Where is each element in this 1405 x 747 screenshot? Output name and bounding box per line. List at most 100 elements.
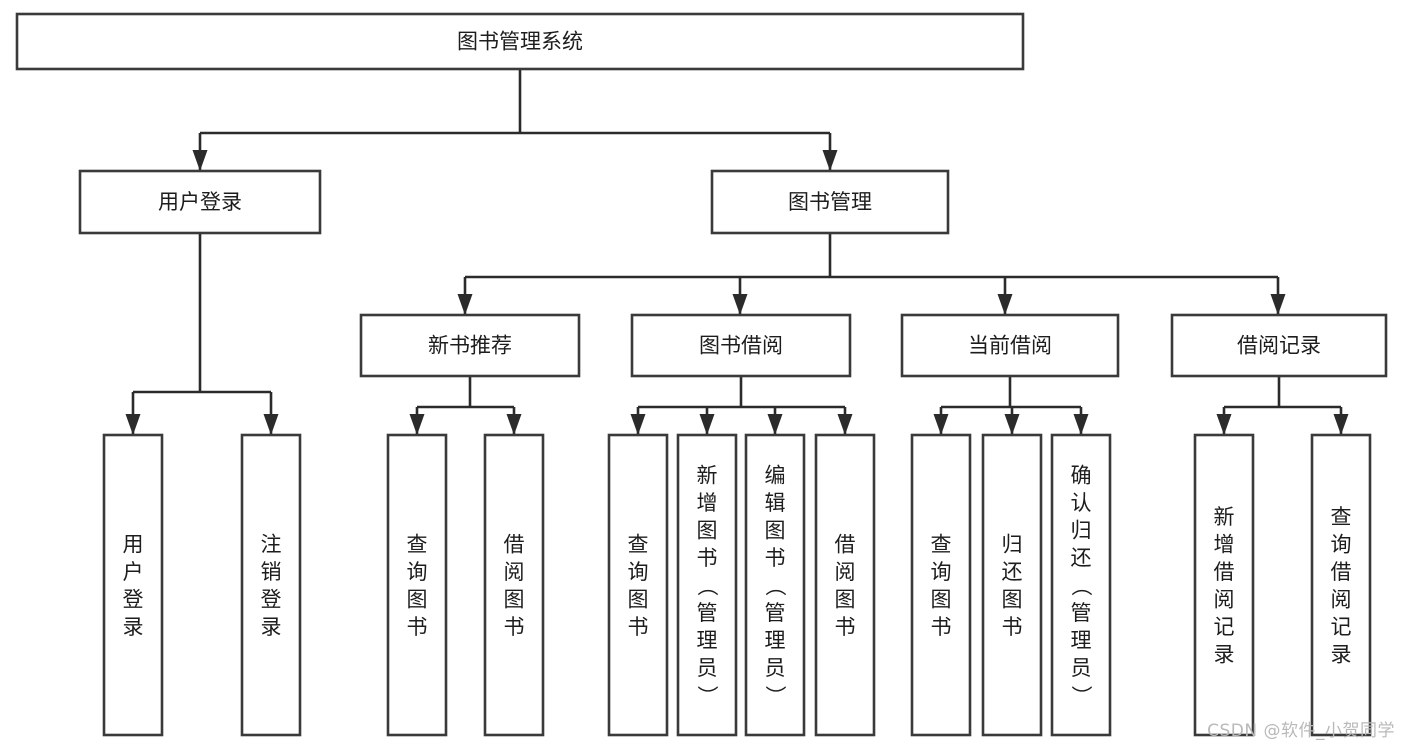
node-box[interactable] — [676, 433, 738, 737]
node-label-char: 管 — [765, 601, 786, 625]
node-label-char: （ — [763, 575, 787, 596]
node-label-char: ） — [1069, 685, 1093, 706]
node-level1-1[interactable]: 图书管理 — [710, 169, 950, 235]
node-label-char: 员 — [697, 656, 718, 680]
node-box[interactable] — [102, 433, 164, 737]
group-3-arrow-2 — [1073, 414, 1089, 435]
node-level2-3[interactable]: 借阅记录 — [1170, 313, 1388, 378]
node-label-char: 阅 — [1331, 587, 1352, 611]
root-to-level1-arrow-1 — [822, 150, 838, 171]
node-label-char: 查 — [407, 532, 428, 556]
node-label-char: 增 — [697, 491, 718, 515]
group-2-arrow-0 — [630, 414, 646, 435]
node-box[interactable] — [240, 433, 302, 737]
node-label-char: 户 — [123, 560, 144, 584]
node-label-char: 图 — [504, 587, 525, 611]
node-box[interactable] — [710, 169, 950, 235]
node-box[interactable] — [630, 313, 852, 378]
node-label-char: 书 — [628, 615, 649, 639]
node-label-char: 认 — [1071, 491, 1092, 515]
node-label-char: 书 — [1002, 615, 1023, 639]
node-label-char: ） — [695, 685, 719, 706]
node-label-char: 增 — [1214, 532, 1235, 556]
node-label-char: 借 — [504, 532, 525, 556]
nodes-layer: 图书管理系统用户登录图书管理新书推荐图书借阅当前借阅借阅记录用户登录注销登录查询… — [15, 12, 1388, 737]
node-box[interactable] — [1050, 433, 1112, 737]
node-box[interactable] — [900, 313, 1120, 378]
node-label: 用户登录 — [158, 190, 242, 214]
node-label-char: 录 — [1214, 642, 1235, 666]
node-label-char: 记 — [1214, 615, 1235, 639]
node-box[interactable] — [1170, 313, 1388, 378]
node-label-char: 图 — [931, 587, 952, 611]
node-label-char: 录 — [123, 615, 144, 639]
node-label-char: 新 — [697, 464, 718, 488]
group-4-arrow-0 — [1216, 414, 1232, 435]
node-level1-0[interactable]: 用户登录 — [78, 169, 322, 235]
node-box[interactable] — [1193, 433, 1255, 737]
books-to-level2-arrow-3 — [1270, 294, 1286, 315]
node-box[interactable] — [15, 12, 1025, 71]
node-label-char: 编 — [765, 464, 786, 488]
node-box[interactable] — [607, 433, 669, 737]
node-root[interactable]: 图书管理系统 — [15, 12, 1025, 71]
node-label-char: 录 — [261, 615, 282, 639]
node-label-char: 询 — [628, 560, 649, 584]
node-box[interactable] — [386, 433, 448, 737]
node-label: 图书管理 — [788, 190, 872, 214]
node-label-char: 询 — [1331, 532, 1352, 556]
node-level2-0[interactable]: 新书推荐 — [359, 313, 581, 378]
node-label-char: （ — [695, 575, 719, 596]
node-leaf-0[interactable]: 用户登录 — [102, 433, 164, 737]
group-3-arrow-1 — [1004, 414, 1020, 435]
group-2-arrow-3 — [837, 414, 853, 435]
node-box[interactable] — [483, 433, 545, 737]
node-label-char: 图 — [628, 587, 649, 611]
node-label: 图书借阅 — [699, 334, 783, 358]
node-label-char: 登 — [123, 587, 144, 611]
node-label-char: 书 — [504, 615, 525, 639]
node-label-char: 询 — [407, 560, 428, 584]
node-label-char: （ — [1069, 575, 1093, 596]
node-label-char: 书 — [697, 546, 718, 570]
node-label-char: 书 — [765, 546, 786, 570]
node-box[interactable] — [814, 433, 876, 737]
node-label-char: 书 — [407, 615, 428, 639]
node-box[interactable] — [1310, 433, 1372, 737]
group-0-arrow-0 — [125, 414, 141, 435]
node-level2-2[interactable]: 当前借阅 — [900, 313, 1120, 378]
node-box[interactable] — [744, 433, 806, 737]
node-label-char: 询 — [931, 560, 952, 584]
node-label-char: 辑 — [765, 491, 786, 515]
node-label-char: 员 — [765, 656, 786, 680]
group-1-arrow-0 — [409, 414, 425, 435]
node-level2-1[interactable]: 图书借阅 — [630, 313, 852, 378]
node-label-char: 书 — [835, 615, 856, 639]
node-box[interactable] — [910, 433, 972, 737]
node-label-char: 录 — [1331, 642, 1352, 666]
node-label-char: 管 — [1071, 601, 1092, 625]
node-box[interactable] — [981, 433, 1043, 737]
node-label-char: 还 — [1071, 546, 1092, 570]
books-to-level2-arrow-1 — [732, 294, 748, 315]
root-to-level1-arrow-0 — [192, 150, 208, 171]
node-box[interactable] — [78, 169, 322, 235]
node-label-char: 记 — [1331, 615, 1352, 639]
node-label-char: 管 — [697, 601, 718, 625]
node-label-char: 还 — [1002, 560, 1023, 584]
node-box[interactable] — [359, 313, 581, 378]
node-label-char: 理 — [765, 629, 786, 653]
